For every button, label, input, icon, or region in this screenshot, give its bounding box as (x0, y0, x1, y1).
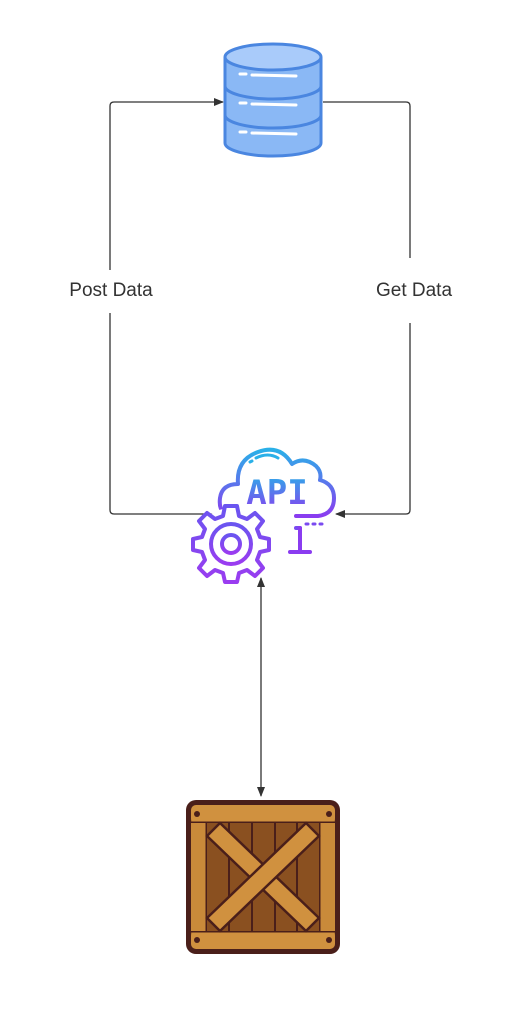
edge-post-data: Post Data (69, 98, 224, 515)
gear-icon (191, 504, 271, 584)
edge-post-data-lower-line (109, 313, 222, 515)
wooden-crate-icon (186, 800, 340, 954)
edge-get-data: Get Data (323, 101, 452, 518)
database-icon (223, 42, 323, 158)
edge-get-data-upper-line (323, 101, 411, 258)
api-cloud-gear-icon: API (191, 447, 336, 584)
edge-post-data-upper-line (109, 98, 224, 270)
edge-get-data-lower-line (335, 323, 411, 518)
edge-label-get-data: Get Data (376, 280, 452, 301)
api-label: API (246, 473, 307, 513)
edge-label-post-data: Post Data (69, 280, 153, 301)
